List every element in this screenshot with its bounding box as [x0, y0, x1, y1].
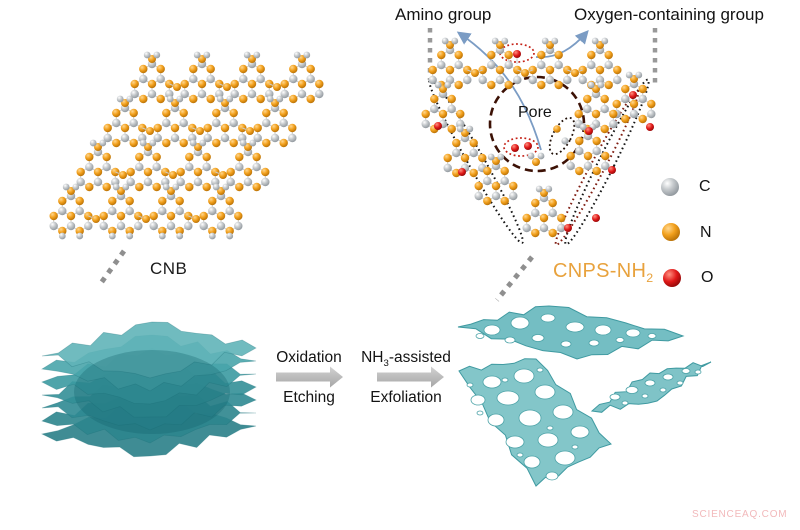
cnb-connector-line	[98, 249, 127, 285]
cnps-label-base: CNPS-NH	[553, 260, 647, 282]
step1-etching-label: Etching	[283, 389, 335, 406]
cnb-label: CNB	[150, 259, 188, 278]
step2-nh3-label: NH3-assisted	[355, 349, 457, 370]
left-flake-outline	[428, 78, 524, 244]
legend-item-nitrogen: N	[700, 224, 712, 241]
step2-post: -assisted	[388, 349, 451, 366]
legend-sphere-n	[662, 223, 680, 241]
cnps-nh2-label: CNPS-NH2	[553, 260, 653, 286]
legend-item-carbon: C	[699, 178, 711, 195]
sheet-graphics	[40, 305, 712, 487]
porous-sheet-top	[457, 305, 685, 360]
legend-spheres	[661, 178, 681, 287]
oxygen-group-ellipse	[499, 43, 535, 63]
cnps-molecule	[421, 37, 656, 238]
pore-inner-ellipse	[548, 116, 576, 156]
pore-label: Pore	[518, 104, 552, 121]
step2-pre: NH	[361, 349, 384, 366]
porous-sheet-small	[590, 361, 712, 413]
right-flake-outline	[564, 78, 650, 246]
step2-sub: 3	[383, 358, 389, 370]
step1-arrow	[276, 366, 343, 388]
step1-oxidation-label: Oxidation	[276, 349, 342, 366]
watermark: SCIENCEAQ.COM	[692, 509, 788, 520]
cnps-label-sub: 2	[646, 271, 654, 285]
right-flake-outline-red	[554, 90, 640, 246]
amino-group-label: Amino group	[395, 5, 492, 24]
step2-exfoliation-label: Exfoliation	[370, 389, 442, 406]
oxygen-atoms	[434, 50, 654, 232]
oxygen-group-label: Oxygen-containing group	[574, 5, 764, 24]
molecule-graphics	[49, 37, 656, 240]
legend-sphere-o	[663, 269, 681, 287]
oxygen-pair-ellipse	[503, 137, 539, 157]
porous-sheet-large	[458, 358, 612, 487]
cnb-molecule	[49, 51, 324, 240]
cnps-connector-line	[495, 255, 534, 302]
stacked-sheets	[40, 321, 257, 458]
amino-arrow	[456, 31, 542, 151]
legend-item-oxygen: O	[701, 269, 714, 286]
legend-sphere-c	[661, 178, 679, 196]
step2-arrow	[377, 366, 444, 388]
